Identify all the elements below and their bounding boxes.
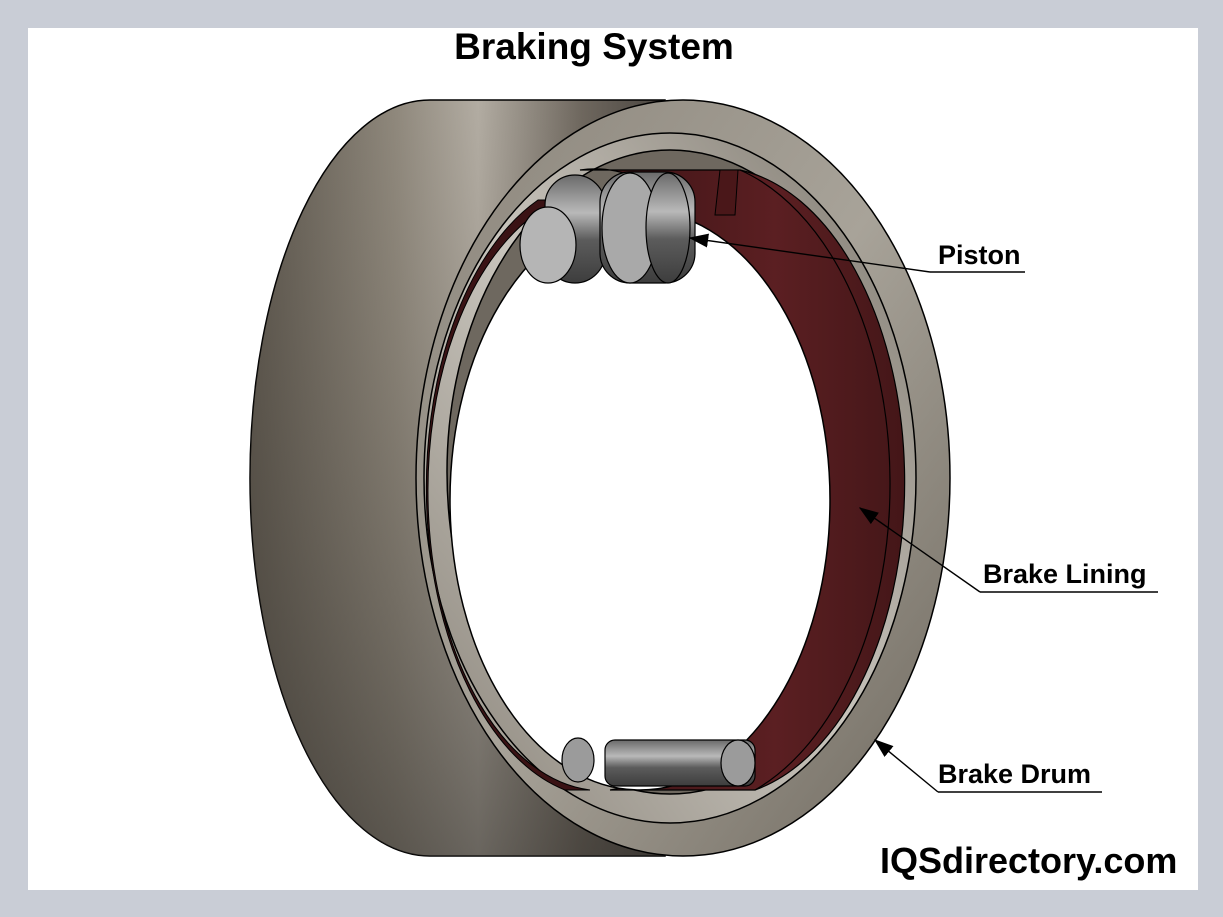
label-piston: Piston xyxy=(938,240,1021,270)
label-brake-lining: Brake Lining xyxy=(983,559,1147,589)
label-brake-drum: Brake Drum xyxy=(938,759,1092,789)
lower-piston xyxy=(561,737,756,787)
brake-lining xyxy=(425,168,906,791)
drum-opening xyxy=(449,209,831,791)
diagram-title: Braking System xyxy=(454,26,734,67)
watermark: IQSdirectory.com xyxy=(880,840,1178,881)
leader-lines xyxy=(688,233,1158,793)
piston xyxy=(519,171,696,284)
